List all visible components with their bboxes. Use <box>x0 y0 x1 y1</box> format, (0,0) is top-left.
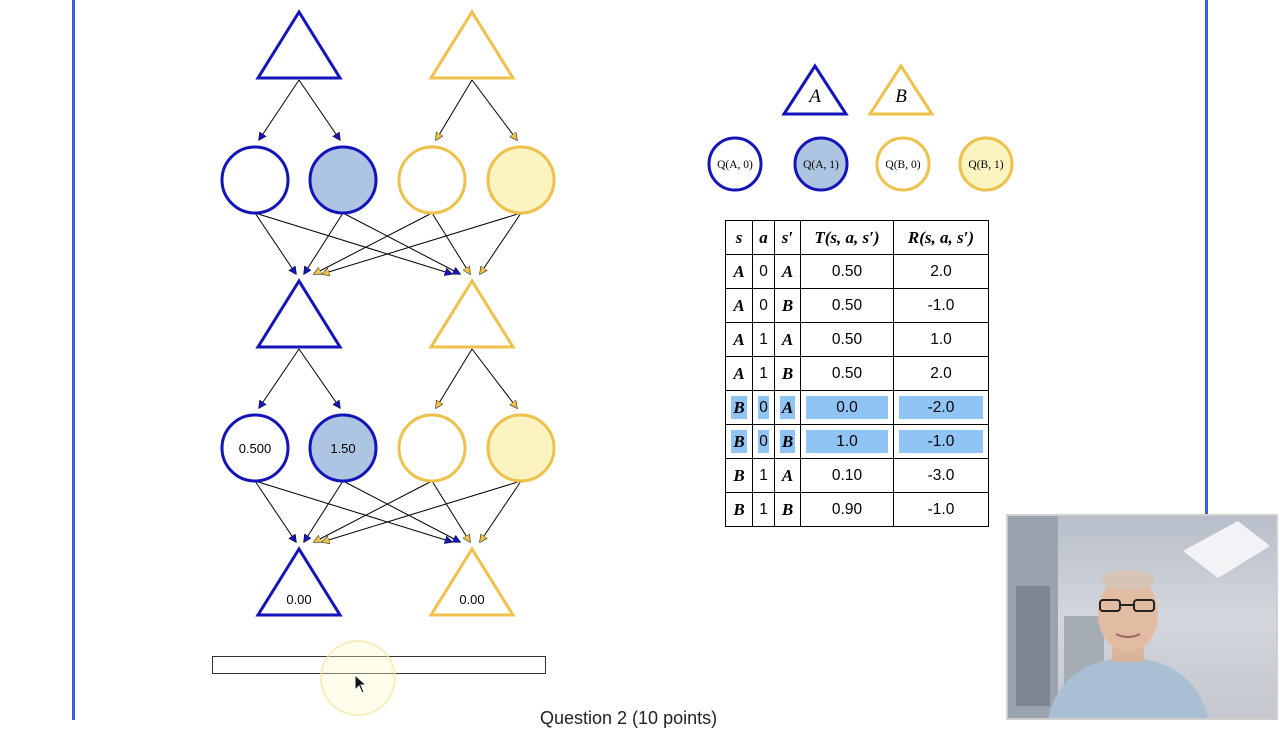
header-s: s <box>725 220 753 255</box>
q-b1-node-level2 <box>486 413 556 483</box>
legend-state-a-triangle <box>781 63 849 116</box>
cell-a: 1 <box>752 458 775 493</box>
cell-s-prime: B <box>774 356 801 391</box>
legend-state-b-triangle <box>867 63 935 116</box>
cell-reward: -3.0 <box>893 458 989 493</box>
legend-state-a-label: A <box>807 86 821 107</box>
right-border-line <box>1205 0 1208 720</box>
state-a-node-level3 <box>255 546 343 617</box>
state-b-node-level2 <box>428 278 516 349</box>
cell-reward: -1.0 <box>893 492 989 527</box>
q-a0-node-level1 <box>220 145 290 215</box>
table-row: A 1 A 0.50 1.0 <box>725 322 989 357</box>
cell-s: A <box>725 288 753 323</box>
q-a1-node-level2 <box>308 413 378 483</box>
header-reward: R(s, a, s′) <box>893 220 989 255</box>
q-a1-node-level1 <box>308 145 378 215</box>
cell-reward: -1.0 <box>893 288 989 323</box>
presenter-webcam-overlay <box>1006 514 1278 720</box>
cell-reward: 2.0 <box>893 254 989 289</box>
cell-s: B <box>725 492 753 527</box>
presenter-video-image <box>1008 516 1270 718</box>
cell-transition: 0.50 <box>800 356 894 391</box>
cell-transition: 0.50 <box>800 288 894 323</box>
cell-a: 1 <box>752 322 775 357</box>
cell-a: 1 <box>752 492 775 527</box>
table-row: A 1 B 0.50 2.0 <box>725 356 989 391</box>
q-a0-value: 0.500 <box>239 441 272 456</box>
legend-q-b1-label: Q(B, 1) <box>968 159 1003 171</box>
cell-s: A <box>725 356 753 391</box>
state-b-node-level3 <box>428 546 516 617</box>
table-row-highlighted: B 0 A 0.0 -2.0 <box>725 390 989 425</box>
cell-a: 0 <box>752 288 775 323</box>
table-row: B 1 B 0.90 -1.0 <box>725 492 989 527</box>
cell-s: A <box>725 322 753 357</box>
cell-transition: 1.0 <box>800 424 894 459</box>
question-heading: Question 2 (10 points) <box>540 708 718 728</box>
cell-reward: -1.0 <box>893 424 989 459</box>
table-header-row: s a s′ T(s, a, s′) R(s, a, s′) <box>725 220 989 255</box>
q-b0-node-level1 <box>397 145 467 215</box>
cell-reward: -2.0 <box>893 390 989 425</box>
legend: A B Q(A, 0) Q(A, 1) Q(B, 0) Q(B, 1) <box>707 63 1014 192</box>
cell-s-prime: A <box>774 390 801 425</box>
state-a-node-level1 <box>255 9 343 80</box>
cell-transition: 0.10 <box>800 458 894 493</box>
cell-s-prime: B <box>774 424 801 459</box>
cell-reward: 2.0 <box>893 356 989 391</box>
cell-reward: 1.0 <box>893 322 989 357</box>
q-a1-value: 1.50 <box>330 441 355 456</box>
cell-transition: 0.50 <box>800 254 894 289</box>
cell-s: B <box>725 390 753 425</box>
header-s-prime: s′ <box>774 220 801 255</box>
legend-q-a0-circle <box>707 136 763 192</box>
state-b-node-level1 <box>428 9 516 80</box>
q-b1-node-level1 <box>486 145 556 215</box>
cell-s: A <box>725 254 753 289</box>
cell-s: B <box>725 458 753 493</box>
cell-s-prime: A <box>774 322 801 357</box>
cell-transition: 0.90 <box>800 492 894 527</box>
header-transition: T(s, a, s′) <box>800 220 894 255</box>
table-row-highlighted: B 0 B 1.0 -1.0 <box>725 424 989 459</box>
cell-s: B <box>725 424 753 459</box>
left-border-line <box>72 0 75 720</box>
cell-a: 0 <box>752 424 775 459</box>
header-a: a <box>752 220 775 255</box>
legend-q-a0-label: Q(A, 0) <box>717 159 753 171</box>
table-row: A 0 A 0.50 2.0 <box>725 254 989 289</box>
state-a-node-level2 <box>255 278 343 349</box>
cell-s-prime: A <box>774 254 801 289</box>
mouse-pointer-icon <box>354 674 368 694</box>
q-b0-node-level2 <box>397 413 467 483</box>
transition-edges <box>254 79 522 542</box>
legend-q-a1-label: Q(A, 1) <box>803 159 839 171</box>
legend-q-b1-circle <box>958 136 1014 192</box>
state-b-value: 0.00 <box>459 592 484 607</box>
legend-q-a1-circle <box>793 136 849 192</box>
transition-reward-table: s a s′ T(s, a, s′) R(s, a, s′) A 0 A 0.5… <box>725 220 989 527</box>
cell-a: 1 <box>752 356 775 391</box>
table-row: A 0 B 0.50 -1.0 <box>725 288 989 323</box>
q-a0-node-level2 <box>220 413 290 483</box>
cell-a: 0 <box>752 390 775 425</box>
state-a-value: 0.00 <box>286 592 311 607</box>
cell-s-prime: A <box>774 458 801 493</box>
cell-s-prime: B <box>774 288 801 323</box>
cell-transition: 0.0 <box>800 390 894 425</box>
cell-transition: 0.50 <box>800 322 894 357</box>
legend-q-b0-circle <box>875 136 931 192</box>
cell-s-prime: B <box>774 492 801 527</box>
legend-state-b-label: B <box>895 86 907 107</box>
table-row: B 1 A 0.10 -3.0 <box>725 458 989 493</box>
legend-q-b0-label: Q(B, 0) <box>885 159 920 171</box>
cell-a: 0 <box>752 254 775 289</box>
